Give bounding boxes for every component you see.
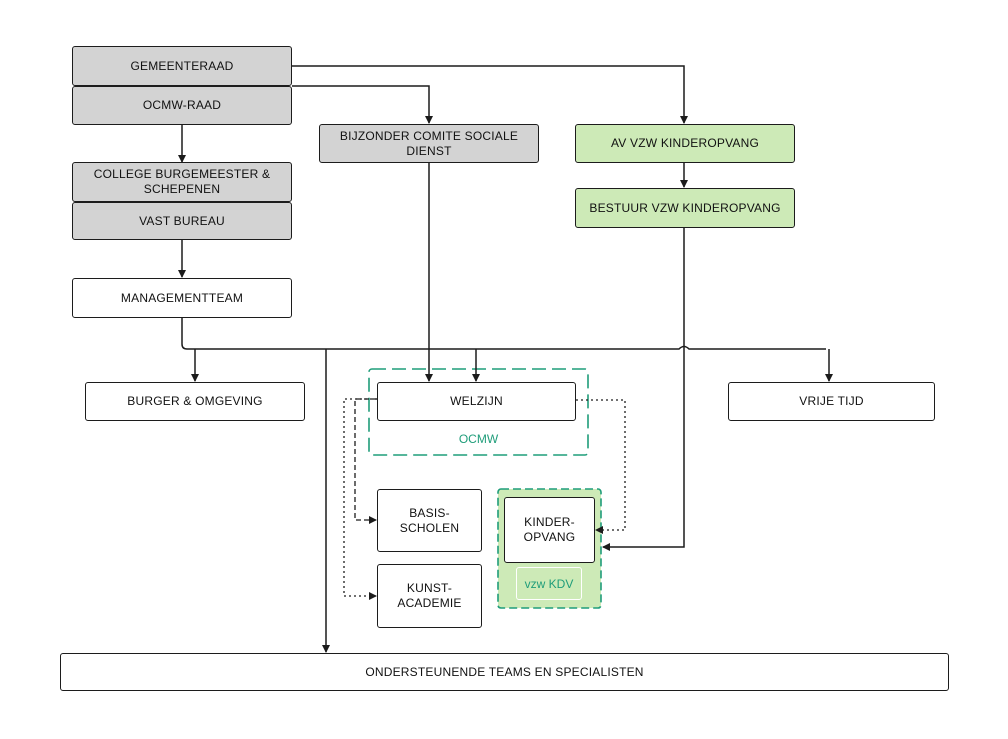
box-label: BIJZONDER COMITE SOCIALE DIENST — [339, 128, 519, 158]
box-label: BESTUUR VZW KINDEROPVANG — [589, 200, 781, 215]
box-av-vzw-kinderopvang: AV VZW KINDEROPVANG — [575, 124, 795, 163]
group-label-ocmw: OCMW — [458, 432, 499, 446]
box-college-burgemeester-schepenen: COLLEGE BURGEMEESTER & SCHEPENEN — [72, 162, 292, 202]
box-kinderopvang: KINDER- OPVANG — [504, 497, 595, 563]
box-managementteam: MANAGEMENTTEAM — [72, 278, 292, 318]
dotted-line-welzijn-to-kunstacademie — [343, 398, 377, 600]
ocmw-group-frame — [368, 368, 589, 456]
box-label: MANAGEMENTTEAM — [120, 290, 244, 305]
box-label: AV VZW KINDEROPVANG — [610, 136, 760, 150]
box-label: GEMEENTERAAD — [130, 58, 234, 73]
box-label: ONDERSTEUNENDE TEAMS EN SPECIALISTEN — [365, 664, 644, 679]
box-bestuur-vzw-kinderopvang: BESTUUR VZW KINDEROPVANG — [575, 188, 795, 228]
box-bijzonder-comite-sociale-dienst: BIJZONDER COMITE SOCIALE DIENST — [319, 124, 539, 163]
line-ocmw-raad-to-bijzonder-comite — [292, 85, 433, 124]
line-gemeenteraad-to-av-vzw — [292, 65, 688, 124]
dashed-line-welzijn-to-basisscholen — [354, 398, 377, 524]
box-burger-omgeving: BURGER & OMGEVING — [85, 382, 305, 421]
box-ondersteunende-teams-specialisten: ONDERSTEUNENDE TEAMS EN SPECIALISTEN — [60, 653, 949, 691]
box-kunstacademie: KUNST- ACADEMIE — [377, 564, 482, 628]
group-label-vzw-kdv: vzw KDV — [516, 567, 582, 600]
box-gemeenteraad: GEMEENTERAAD — [72, 46, 292, 86]
box-vast-bureau: VAST BUREAU — [72, 202, 292, 240]
box-label: VRIJE TIJD — [799, 394, 864, 408]
box-basisscholen: BASIS- SCHOLEN — [377, 489, 482, 552]
box-label: BASIS- SCHOLEN — [399, 505, 460, 535]
box-vrije-tijd: VRIJE TIJD — [728, 382, 935, 421]
box-label: COLLEGE BURGEMEESTER & SCHEPENEN — [93, 167, 271, 196]
line-managementteam-to-bus — [181, 318, 826, 350]
line-bestuur-to-kinderopvang — [602, 228, 685, 551]
box-label: KUNST- ACADEMIE — [397, 581, 462, 610]
box-label: BURGER & OMGEVING — [127, 394, 263, 408]
box-label: WELZIJN — [450, 394, 503, 408]
box-label: OCMW-RAAD — [142, 98, 222, 112]
box-welzijn: WELZIJN — [377, 382, 576, 421]
box-ocmw-raad: OCMW-RAAD — [72, 86, 292, 125]
box-label: VAST BUREAU — [139, 213, 225, 228]
box-label: KINDER- OPVANG — [523, 515, 576, 544]
